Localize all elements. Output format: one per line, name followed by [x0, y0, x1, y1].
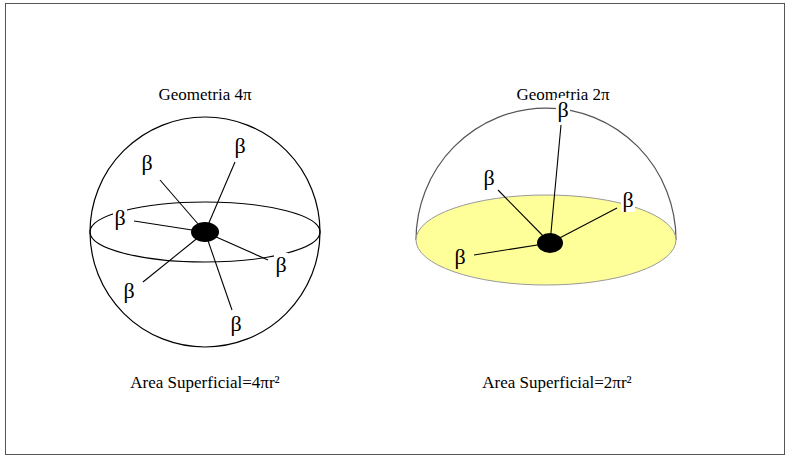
frame [6, 4, 785, 455]
area-formula: Area Superficial=4πr² [130, 374, 279, 393]
beta-label: β [482, 166, 495, 190]
area-formula: Area Superficial=2πr² [482, 374, 631, 393]
beta-label: β [122, 279, 135, 303]
beta-label: β [621, 188, 634, 212]
beta-label: β [556, 98, 569, 122]
beta-label: β [453, 245, 466, 269]
beta-label: β [140, 151, 153, 175]
source-dot [537, 233, 563, 253]
beta-label: β [229, 312, 242, 336]
beta-label: β [233, 134, 246, 158]
geometry-title: Geometria 4π [158, 86, 251, 105]
base-disc [416, 195, 676, 285]
source-dot [191, 222, 219, 242]
beta-label: β [274, 253, 287, 277]
rays-4pi [134, 162, 268, 310]
sphere [90, 117, 320, 347]
beta-label: β [113, 206, 126, 230]
rays-2pi [474, 125, 617, 255]
